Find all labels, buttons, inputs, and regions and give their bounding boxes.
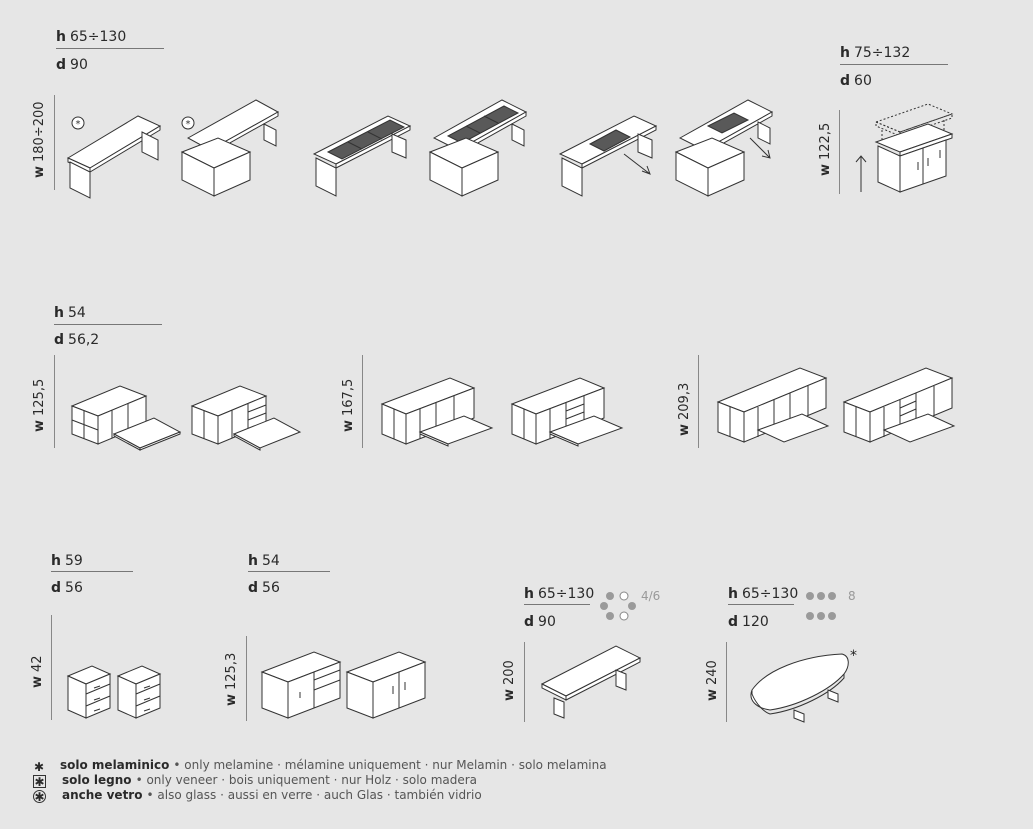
divider	[362, 355, 363, 448]
g7-width: w240	[705, 660, 720, 701]
g1-width: w180÷200	[32, 101, 47, 178]
divider	[524, 642, 525, 722]
divider	[54, 355, 55, 448]
divider	[246, 636, 247, 721]
cabinet-figure	[260, 651, 342, 719]
g5-width: w125,3	[224, 652, 239, 706]
g4-width: w42	[30, 655, 45, 688]
credenza-small-figure	[70, 385, 182, 451]
pedestal-figure	[66, 665, 112, 719]
pedestal-open-figure	[116, 665, 162, 719]
svg-text:*: *	[850, 648, 857, 664]
desk-return-figure: *	[180, 99, 280, 197]
divider	[51, 615, 52, 720]
seating-8-icon	[806, 592, 836, 620]
divider	[726, 642, 727, 722]
credenza-medium-drawers-figure	[510, 377, 624, 447]
divider	[54, 324, 162, 325]
g3-width-1: w125,5	[32, 378, 47, 432]
seating-4-6-icon	[600, 591, 636, 621]
credenza-small-drawers-figure	[190, 385, 302, 451]
divider	[698, 355, 699, 448]
desk-inlay-figure	[312, 115, 412, 197]
boardroom-table-figure: *	[750, 648, 857, 723]
svg-text:*: *	[76, 119, 81, 130]
divider	[840, 64, 948, 65]
legend-melamine: ✱solo melaminico• only melamine · mélami…	[33, 758, 607, 774]
boxed-asterisk-icon: ✱	[33, 775, 46, 789]
divider	[839, 110, 840, 194]
g3-width-3: w209,3	[677, 382, 692, 436]
legend-veneer: ✱solo legno• only veneer · bois uniqueme…	[33, 773, 478, 789]
asterisk-icon: ✱	[33, 760, 45, 774]
divider	[56, 48, 164, 49]
legend-glass: ✱anche vetro• also glass · aussi en verr…	[33, 788, 482, 804]
desk-return-glass-slide-figure	[674, 99, 774, 197]
credenza-large-drawers-figure	[842, 367, 956, 443]
divider	[54, 95, 55, 190]
credenza-medium-figure	[380, 377, 494, 447]
circled-asterisk-icon: ✱	[33, 790, 46, 804]
g6-width: w200	[502, 660, 517, 701]
desk-glass-slide-figure	[558, 115, 658, 197]
divider	[524, 604, 590, 605]
credenza-large-figure	[716, 367, 830, 443]
meeting-table-figure	[540, 645, 642, 719]
divider	[728, 604, 794, 605]
seat-count: 8	[848, 589, 856, 603]
desk-return-inlay-figure	[428, 99, 528, 197]
seat-count: 4/6	[641, 589, 661, 603]
divider	[51, 571, 133, 572]
svg-text:*: *	[186, 119, 191, 130]
adjustable-storage-figure	[855, 103, 954, 193]
desk-figure: *	[66, 115, 162, 199]
divider	[248, 571, 330, 572]
g3-width-2: w167,5	[341, 378, 356, 432]
g2-width: w122,5	[818, 122, 833, 176]
cabinet-doors-figure	[345, 651, 427, 719]
